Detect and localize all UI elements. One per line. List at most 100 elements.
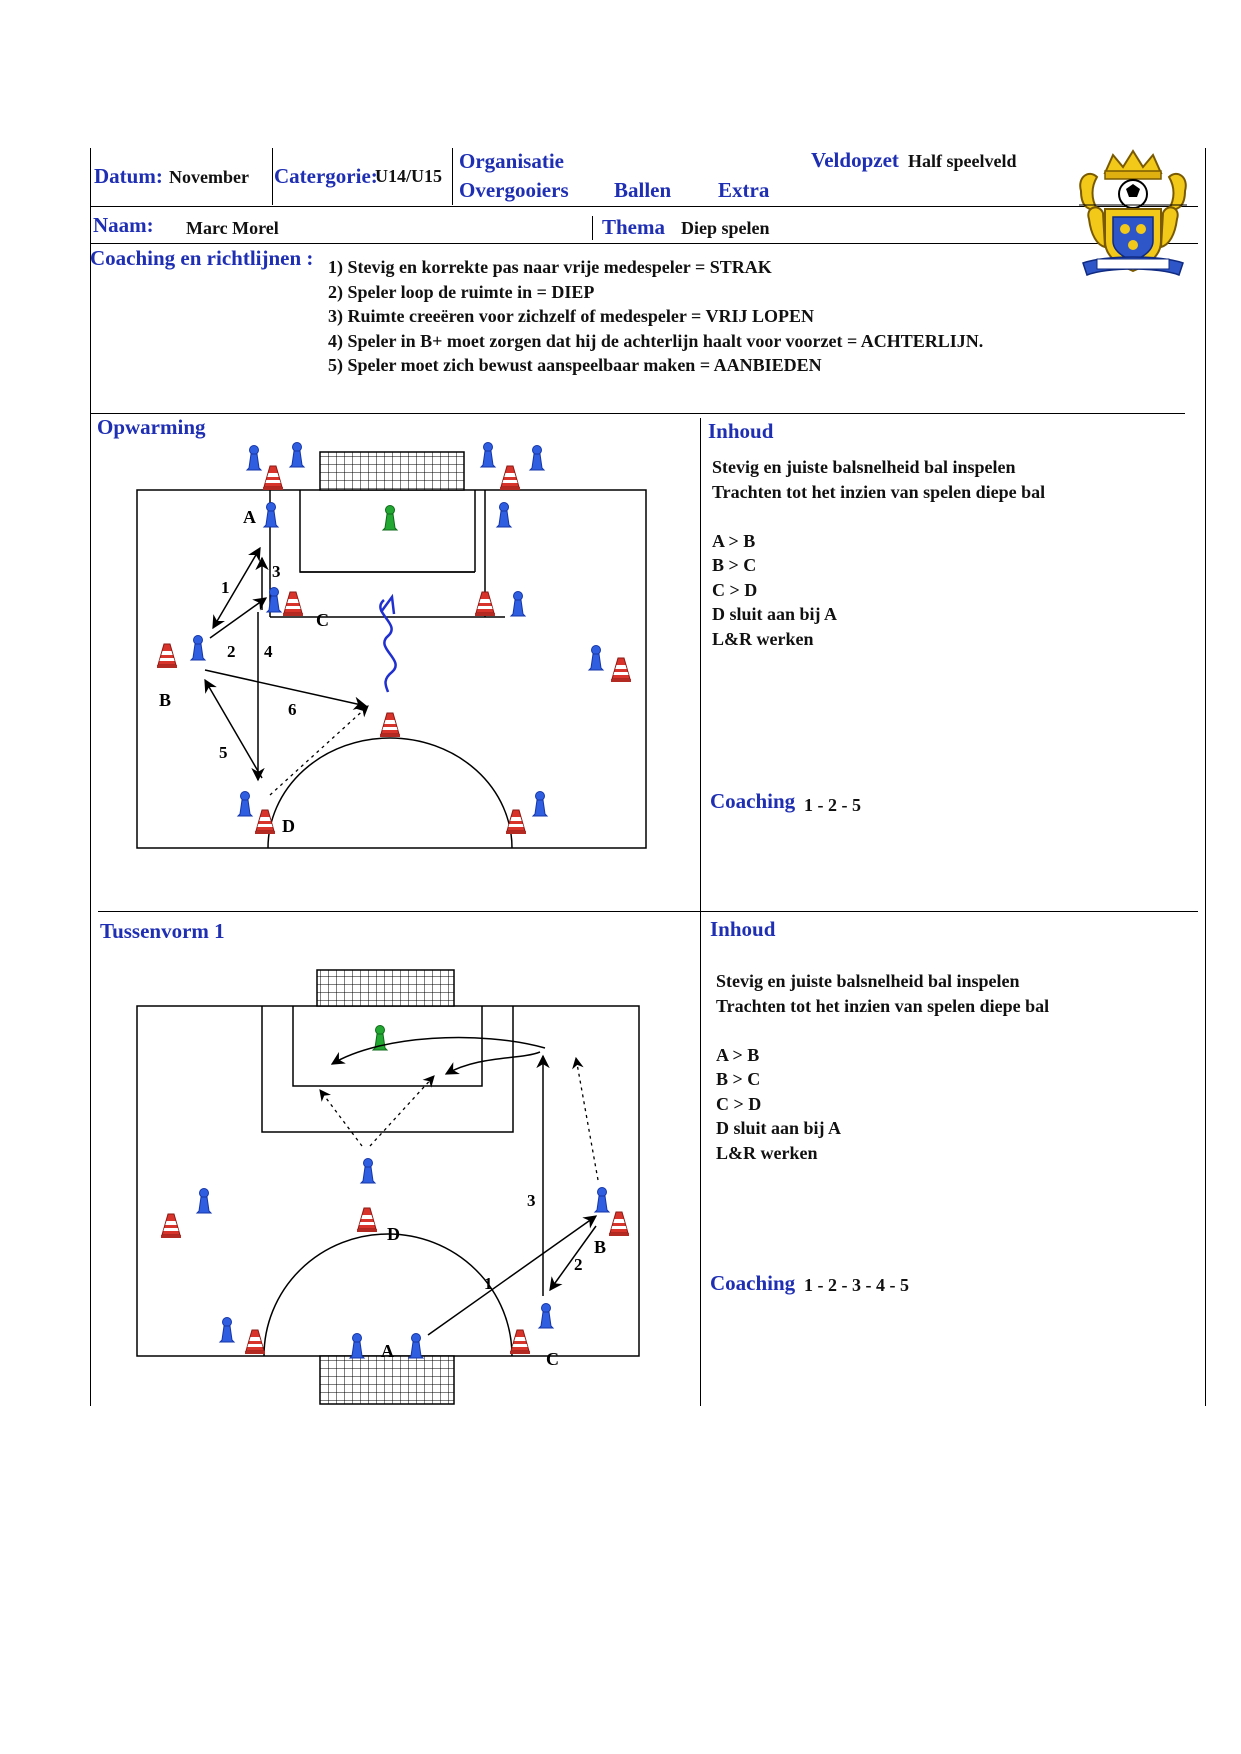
goal-area-line — [292, 1006, 483, 1087]
content-line: A > B — [712, 530, 756, 551]
diagram-number: 3 — [527, 1191, 536, 1210]
content-line: A > B — [716, 1044, 760, 1065]
dribble-path — [379, 599, 397, 693]
section1-inhoud-title: Inhoud — [708, 419, 774, 443]
content-line: Trachten tot het inzien van spelen diepe… — [712, 481, 1046, 502]
thema-label: Thema — [602, 215, 665, 239]
run-arrow — [269, 705, 369, 796]
pass-arrow — [204, 678, 263, 779]
section-rule — [98, 911, 1198, 912]
header-divider — [272, 148, 273, 205]
extra-label: Extra — [718, 178, 770, 202]
diagram-number: 1 — [221, 578, 230, 597]
player-pawn-icon — [196, 1188, 212, 1214]
column-divider — [700, 418, 701, 1406]
player-pawn-icon — [538, 1303, 554, 1329]
goal-net-icon — [319, 451, 465, 491]
diagram-label: C — [316, 610, 329, 630]
penalty-box-line — [261, 1006, 514, 1133]
coaching-title: Coaching en richtlijnen : — [90, 246, 314, 270]
pass-arrow — [549, 1225, 597, 1292]
categorie-value: U14/U15 — [375, 166, 442, 186]
pass-arrow — [204, 669, 368, 710]
coaching-item: 5) Speler moet zich bewust aanspeelbaar … — [328, 355, 822, 375]
cone-icon — [160, 1213, 182, 1239]
diagram-number: 4 — [264, 642, 273, 661]
veldopzet-value: Half speelveld — [908, 151, 1017, 171]
player-pawn-icon — [594, 1187, 610, 1213]
cross-arrow — [330, 1036, 546, 1065]
section1-content: Stevig en juiste balsnelheid bal inspele… — [712, 455, 1045, 651]
thema-value: Diep spelen — [681, 218, 770, 238]
page-right-border — [1205, 148, 1206, 1406]
naam-value: Marc Morel — [186, 218, 279, 238]
content-line: Stevig en juiste balsnelheid bal inspele… — [712, 457, 1016, 477]
categorie-label: Catergorie: — [274, 164, 378, 188]
coaching-item: 2) Speler loop de ruimte in = DIEP — [328, 281, 595, 302]
header-rule — [90, 206, 1198, 207]
diagram-label: B — [594, 1237, 606, 1257]
ballen-label: Ballen — [614, 178, 672, 202]
veldopzet-label: Veldopzet — [811, 148, 899, 172]
content-line: Trachten tot het inzien van spelen diepe… — [716, 995, 1050, 1016]
goal-net-icon — [316, 969, 455, 1007]
run-arrow — [369, 1075, 435, 1147]
diagram-number: 2 — [227, 642, 236, 661]
player-pawn-icon — [219, 1317, 235, 1343]
section1-title: Opwarming — [97, 415, 206, 439]
diagram-number: 5 — [219, 743, 228, 762]
cone-icon — [509, 1329, 531, 1355]
content-line: Stevig en juiste balsnelheid bal inspele… — [716, 971, 1020, 991]
player-pawn-icon — [360, 1158, 376, 1184]
diagram-label: D — [387, 1224, 400, 1244]
content-line — [716, 1018, 1049, 1043]
pass-arrow — [427, 1215, 598, 1336]
penalty-arc — [267, 737, 513, 849]
penalty-arc — [263, 1233, 513, 1357]
naam-label: Naam: — [93, 213, 154, 237]
content-line: D sluit aan bij A — [716, 1118, 842, 1138]
diagram-label: A — [381, 1341, 394, 1361]
diagram-label: C — [546, 1349, 559, 1369]
datum-label: Datum: — [94, 164, 163, 188]
content-line: C > D — [712, 579, 758, 600]
diagram-label: A — [243, 507, 256, 527]
goal-net-icon — [319, 1355, 455, 1405]
diagram-label: D — [282, 816, 295, 836]
cone-icon — [608, 1211, 630, 1237]
overgooiers-label: Overgooiers — [459, 178, 569, 202]
player-pawn-icon — [349, 1333, 365, 1359]
section2-title: Tussenvorm 1 — [100, 919, 225, 943]
diagram-number: 1 — [484, 1274, 493, 1293]
section1-coaching-value: 1 - 2 - 5 — [804, 795, 861, 815]
page-left-border — [90, 148, 91, 1406]
section2-coaching-label: Coaching — [710, 1271, 796, 1295]
pass-arrow — [212, 546, 261, 630]
diagram-number: 2 — [574, 1255, 583, 1274]
diagram-number: 3 — [272, 562, 281, 581]
cone-icon — [244, 1329, 266, 1355]
pass-arrow — [209, 597, 268, 639]
content-line: B > C — [712, 555, 757, 575]
dribble-arrowhead — [379, 593, 396, 615]
section2-diagram: A B C D 1 2 3 — [136, 969, 640, 1405]
diagram-label: B — [159, 690, 171, 710]
section2-content: Stevig en juiste balsnelheid bal inspele… — [716, 969, 1049, 1165]
run-arrow — [319, 1089, 363, 1147]
cone-icon — [356, 1207, 378, 1233]
coaching-item: 4) Speler in B+ moet zorgen dat hij de a… — [328, 330, 984, 351]
field-outline — [136, 1005, 640, 1357]
content-line: D sluit aan bij A — [712, 604, 838, 624]
naam-thema-divider — [592, 216, 593, 240]
content-line — [712, 504, 1045, 529]
coaching-item: 3) Ruimte creeëren voor zichzelf of mede… — [328, 306, 814, 326]
player-pawn-icon — [408, 1333, 424, 1359]
content-line: L&R werken — [712, 628, 814, 649]
diagram-number: 6 — [288, 700, 297, 719]
crest-icon — [1079, 149, 1187, 276]
section2-coaching-value: 1 - 2 - 3 - 4 - 5 — [804, 1275, 909, 1295]
content-line: B > C — [716, 1069, 761, 1089]
header-rule — [90, 243, 1198, 244]
coaching-item: 1) Stevig en korrekte pas naar vrije med… — [328, 257, 772, 277]
datum-value: November — [169, 167, 249, 187]
